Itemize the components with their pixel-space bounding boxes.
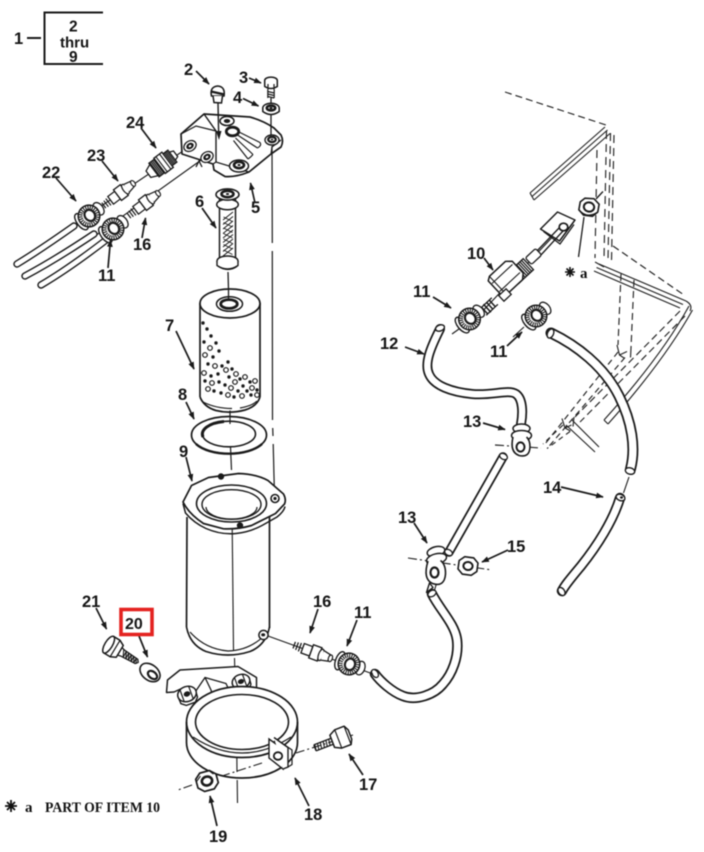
svg-text:thru: thru — [60, 35, 89, 52]
svg-text:22: 22 — [42, 164, 60, 182]
svg-text:4: 4 — [233, 89, 243, 107]
svg-text:a: a — [25, 800, 33, 816]
svg-text:8: 8 — [178, 386, 187, 404]
svg-text:9: 9 — [69, 49, 78, 66]
svg-text:2: 2 — [69, 19, 78, 36]
svg-text:23: 23 — [87, 147, 105, 165]
svg-text:3: 3 — [239, 69, 248, 87]
svg-text:5: 5 — [251, 199, 260, 217]
svg-text:7: 7 — [165, 317, 174, 335]
svg-text:9: 9 — [179, 443, 188, 461]
svg-text:13: 13 — [398, 509, 416, 527]
svg-text:24: 24 — [126, 114, 145, 132]
svg-text:2: 2 — [184, 61, 193, 79]
svg-text:6: 6 — [195, 193, 204, 211]
svg-text:16: 16 — [133, 236, 151, 254]
svg-text:12: 12 — [380, 335, 398, 353]
svg-text:11: 11 — [354, 604, 371, 622]
svg-text:PART OF ITEM 10: PART OF ITEM 10 — [45, 800, 160, 816]
svg-text:20: 20 — [125, 616, 143, 633]
svg-text:11: 11 — [413, 283, 430, 301]
svg-text:1: 1 — [14, 30, 23, 48]
svg-text:17: 17 — [359, 776, 377, 794]
svg-text:16: 16 — [313, 593, 331, 611]
svg-text:19: 19 — [209, 828, 227, 846]
svg-text:15: 15 — [507, 538, 525, 556]
svg-text:21: 21 — [82, 593, 100, 611]
svg-text:11: 11 — [490, 343, 507, 361]
svg-text:13: 13 — [463, 413, 481, 431]
svg-text:11: 11 — [98, 267, 115, 285]
svg-text:18: 18 — [304, 806, 322, 824]
svg-text:a: a — [580, 266, 588, 282]
svg-text:10: 10 — [467, 245, 485, 263]
svg-text:14: 14 — [543, 479, 562, 497]
